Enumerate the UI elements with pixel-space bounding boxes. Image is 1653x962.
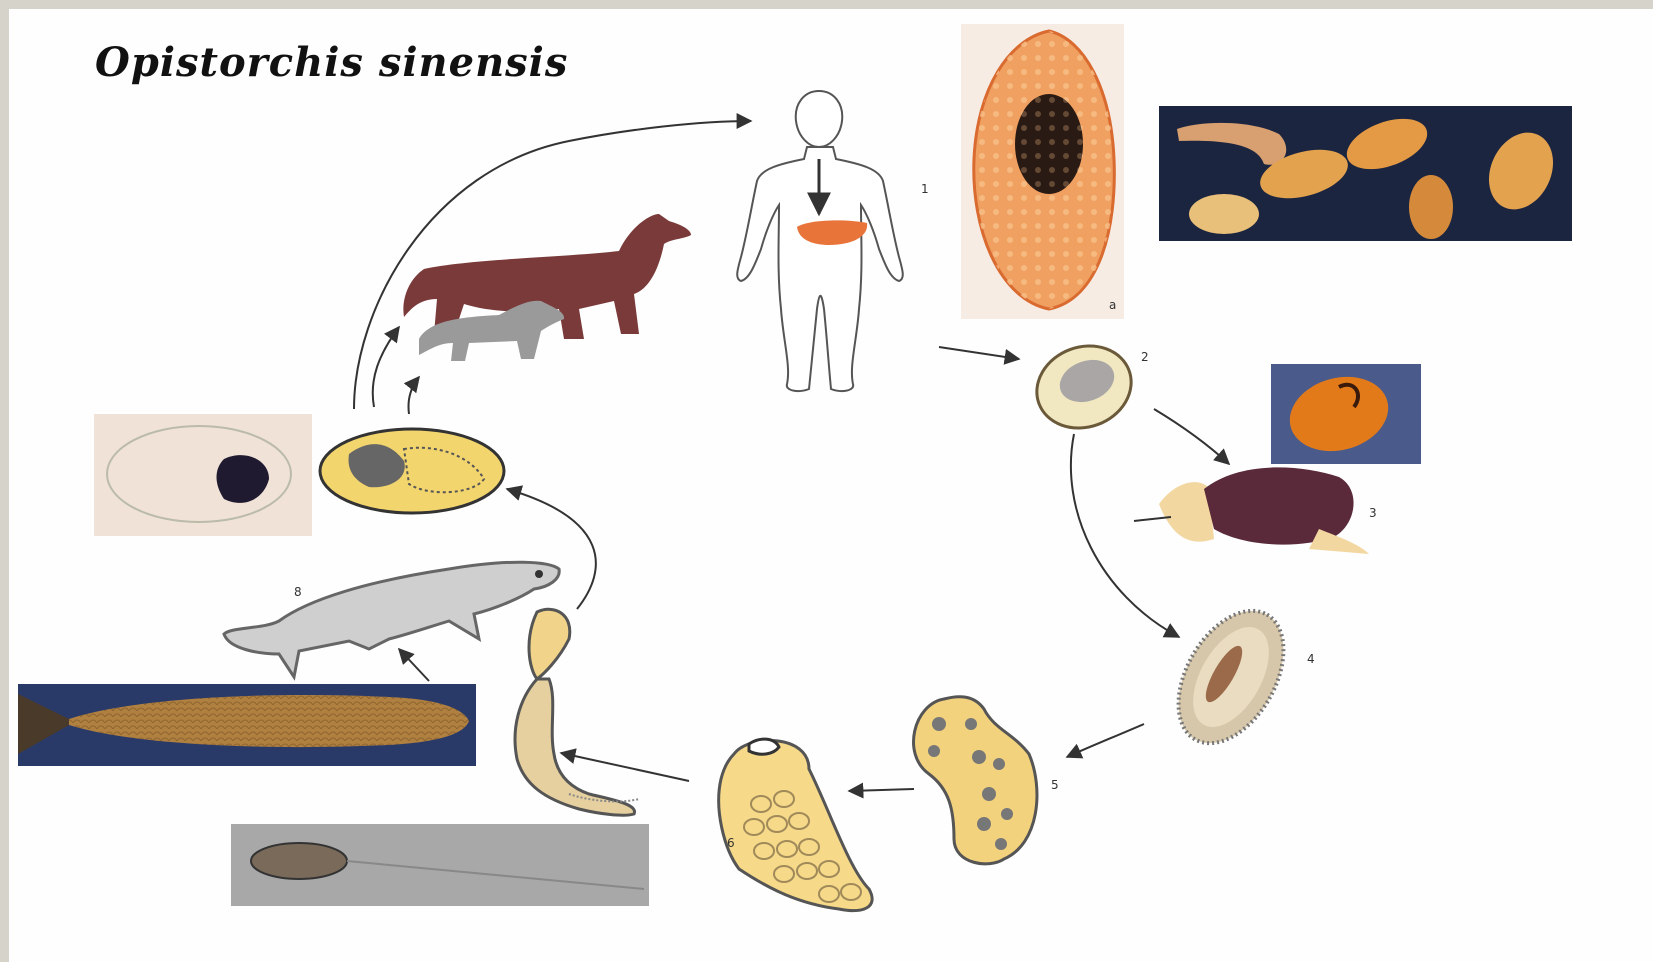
stage-label-3: 3 (1369, 506, 1377, 520)
cercaria-stage (515, 609, 639, 815)
fish-photo (18, 684, 476, 766)
arrow-redia6-to-cercaria (561, 753, 689, 781)
fish-host-drawing (224, 562, 559, 677)
arrow-human-to-egg (939, 347, 1019, 359)
redia-cercariae-stage (719, 739, 872, 910)
arrow-fishphoto-to-fish (399, 649, 429, 681)
redia-stage (914, 697, 1037, 864)
stage-label-6: 6 (727, 836, 735, 850)
metacercaria-stage (320, 429, 504, 513)
egg-stage (1025, 333, 1143, 441)
arrow-redia-to-redia6 (849, 789, 914, 791)
arrow-to-cat (408, 377, 419, 414)
arrow-to-dog (373, 327, 399, 407)
stage-label-8: 8 (294, 585, 302, 599)
stage-label-4: 4 (1307, 652, 1315, 666)
stage-label-1a: a (1109, 298, 1116, 312)
human-host-figure (737, 91, 903, 391)
stage-label-2: 2 (1141, 350, 1149, 364)
adult-fluke-specimen (961, 24, 1124, 319)
metacercaria-micrograph (94, 414, 312, 536)
diagram-canvas: Opistorchis sinensis 1 (9, 9, 1653, 962)
arrow-sporocyst-to-redia (1067, 724, 1144, 757)
stage-label-1: 1 (921, 182, 929, 196)
arrow-egg-to-snail (1154, 409, 1229, 464)
egg-micrograph (1271, 364, 1421, 464)
arrow-egg-to-sporocyst (1071, 434, 1179, 637)
sporocyst-stage (1157, 593, 1305, 762)
adult-worms-photo (1159, 106, 1572, 241)
snail-host (1134, 467, 1369, 554)
cercaria-micrograph (231, 824, 649, 906)
stage-label-5: 5 (1051, 778, 1059, 792)
life-cycle-diagram: 1 a 2 (9, 9, 1653, 962)
